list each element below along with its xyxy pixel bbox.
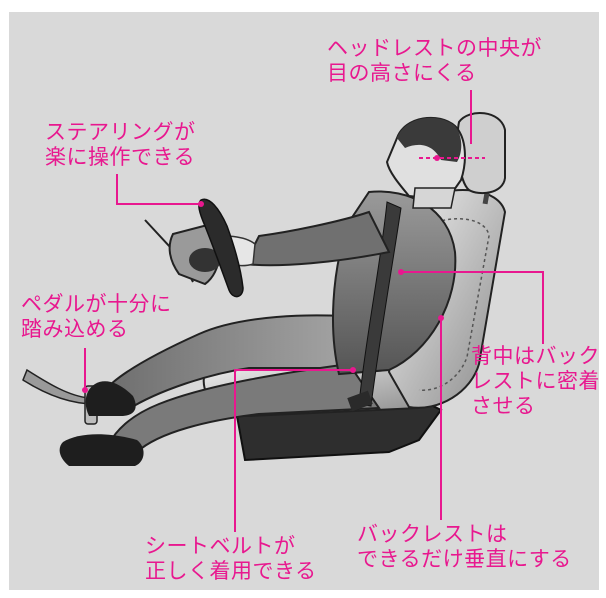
backrest-upright-annotation-line2: できるだけ垂直にする bbox=[357, 547, 572, 571]
headrest-annotation-line2: 目の高さにくる bbox=[327, 61, 477, 85]
pedal-annotation-line1: ペダルが十分に bbox=[21, 292, 172, 316]
backrest-upright-annotation: バックレストは できるだけ垂直にする bbox=[357, 522, 572, 572]
driver-illustration bbox=[22, 90, 544, 532]
backrest-contact-annotation-line2: レストに密着 bbox=[471, 369, 599, 393]
steering-annotation-line1: ステアリングが bbox=[45, 120, 196, 144]
illustration-frame: ヘッドレストの中央が 目の高さにくる ステアリングが 楽に操作できる ペダルが十… bbox=[9, 12, 599, 590]
pedal-annotation: ペダルが十分に 踏み込める bbox=[21, 292, 172, 342]
headrest-annotation-line1: ヘッドレストの中央が bbox=[327, 36, 542, 60]
backrest-contact-annotation: 背中はバック レストに密着 させる bbox=[471, 344, 599, 419]
annotation-lines bbox=[82, 90, 544, 532]
headrest-annotation: ヘッドレストの中央が 目の高さにくる bbox=[327, 36, 542, 86]
steering-annotation-line2: 楽に操作できる bbox=[45, 145, 196, 169]
seatbelt bbox=[358, 201, 402, 407]
backrest-contact-annotation-line3: させる bbox=[471, 394, 536, 418]
driver-legs bbox=[59, 314, 381, 466]
backrest-upright-annotation-line1: バックレストは bbox=[357, 522, 508, 546]
seatbelt-annotation-line1: シートベルトが bbox=[145, 534, 296, 558]
seatbelt-annotation: シートベルトが 正しく着用できる bbox=[145, 534, 317, 584]
steering-annotation: ステアリングが 楽に操作できる bbox=[45, 120, 196, 170]
seatbelt-annotation-line2: 正しく着用できる bbox=[145, 559, 317, 583]
backrest-contact-annotation-line1: 背中はバック bbox=[471, 344, 599, 368]
steering-wheel bbox=[144, 198, 244, 298]
pedal-annotation-line2: 踏み込める bbox=[21, 317, 129, 341]
